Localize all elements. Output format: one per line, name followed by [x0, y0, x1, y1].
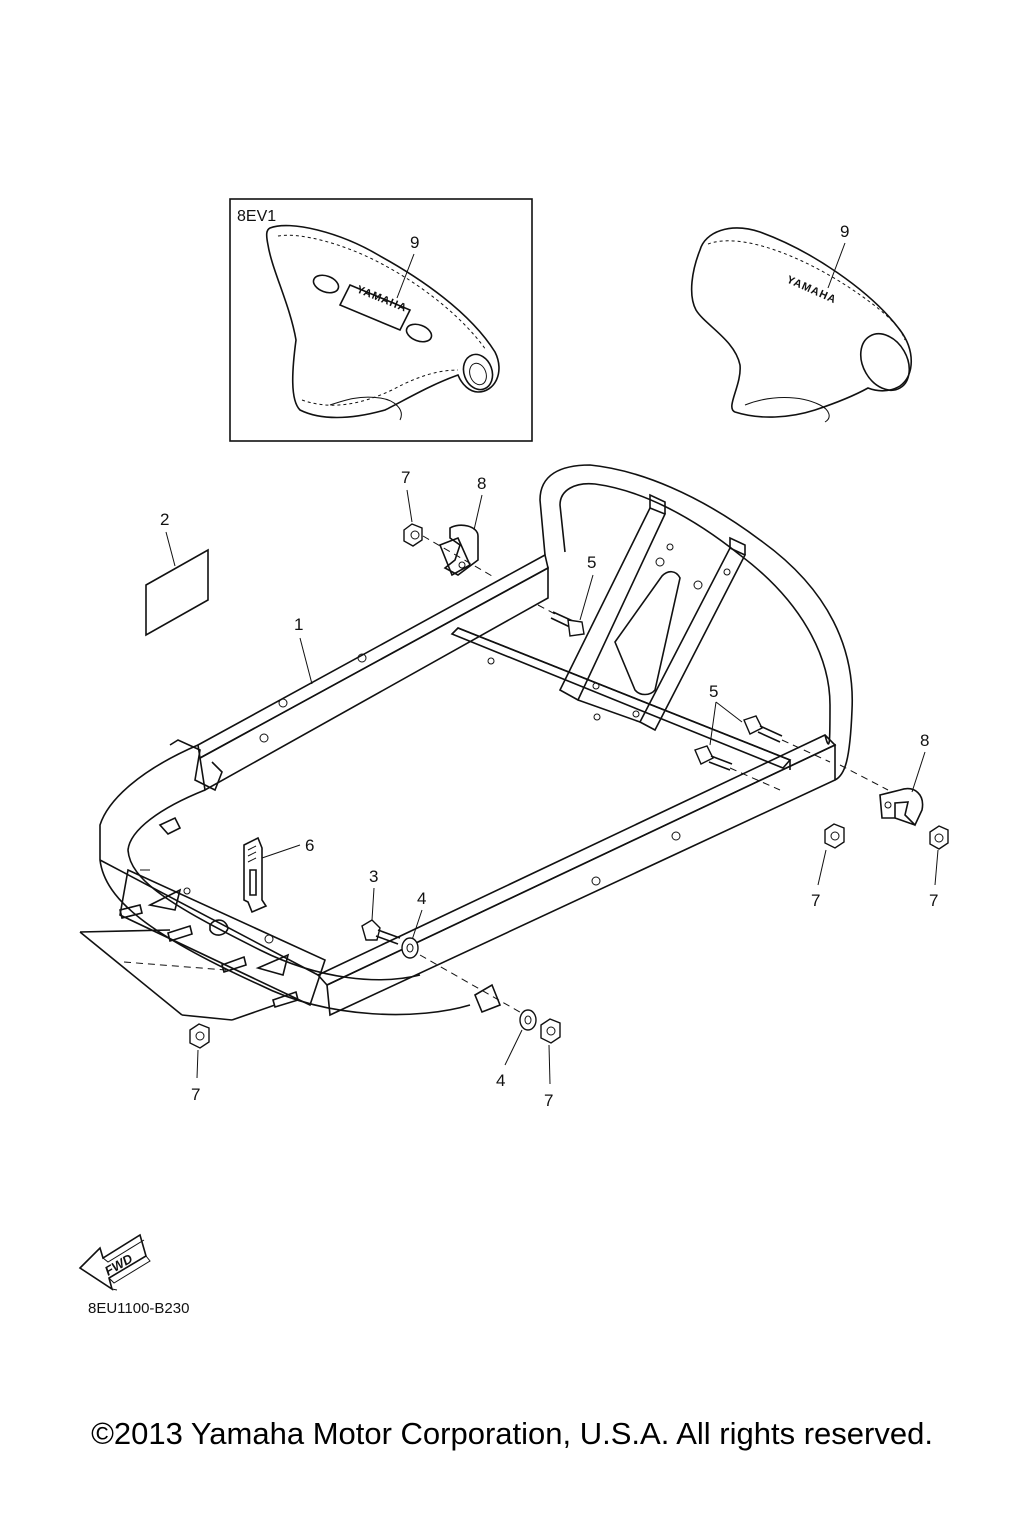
callout-5-upper: 5: [587, 553, 596, 572]
tag-6: [243, 836, 268, 914]
callout-1: 1: [294, 615, 303, 634]
bolt-5-right: [743, 715, 783, 743]
carrier-frame: 1: [79, 553, 837, 1021]
callout-7-right-a: 7: [811, 891, 820, 910]
fwd-arrow-icon: FWD: [78, 1233, 151, 1291]
callout-7-right-b: 7: [929, 891, 938, 910]
callout-6: 6: [305, 836, 314, 855]
bolt-3: [361, 919, 401, 945]
grip-cover-right: 9 YAMAHA: [690, 222, 912, 423]
callout-4-lower: 4: [496, 1071, 505, 1090]
diagram-code: 8EU1100-B230: [88, 1300, 189, 1317]
callout-2: 2: [160, 510, 169, 529]
bolt-5-upper: [550, 611, 585, 637]
callout-7-top: 7: [401, 468, 410, 487]
callout-9: 9: [840, 222, 849, 241]
inset-callout-9: 9: [410, 233, 419, 252]
backrest-frame: [539, 464, 854, 781]
callout-8-top: 8: [477, 474, 486, 493]
nut-7-right-b: [929, 825, 949, 850]
washer-4-upper: [401, 937, 419, 959]
bolt-5-left: [694, 745, 733, 771]
clamp-8-top: [438, 524, 479, 577]
callout-3: 3: [369, 867, 378, 886]
label-sticker: 2: [145, 510, 209, 637]
nut-7-bottom-left: [189, 1023, 210, 1049]
nut-7-top: [403, 523, 423, 547]
inset-label: 8EV1: [237, 208, 276, 225]
callout-8-right: 8: [920, 731, 929, 750]
copyright-notice: ©2013 Yamaha Motor Corporation, U.S.A. A…: [91, 1416, 933, 1451]
callout-4-upper: 4: [417, 889, 426, 908]
washer-4-lower: [519, 1009, 537, 1031]
hardware: 7 8 5 5: [189, 468, 949, 1110]
nut-7-right-a: [824, 823, 845, 849]
inset-8ev1: 8EV1 9 YAMAHA: [229, 198, 533, 442]
clamp-8-right: [879, 788, 924, 827]
grip-cover-inset: YAMAHA: [265, 224, 500, 421]
callout-7-bottom-left: 7: [191, 1085, 200, 1104]
callout-5-lower: 5: [709, 682, 718, 701]
nut-7-bottom-center: [540, 1018, 561, 1044]
brand-right: YAMAHA: [785, 274, 839, 307]
callout-7-bottom-center: 7: [544, 1091, 553, 1110]
